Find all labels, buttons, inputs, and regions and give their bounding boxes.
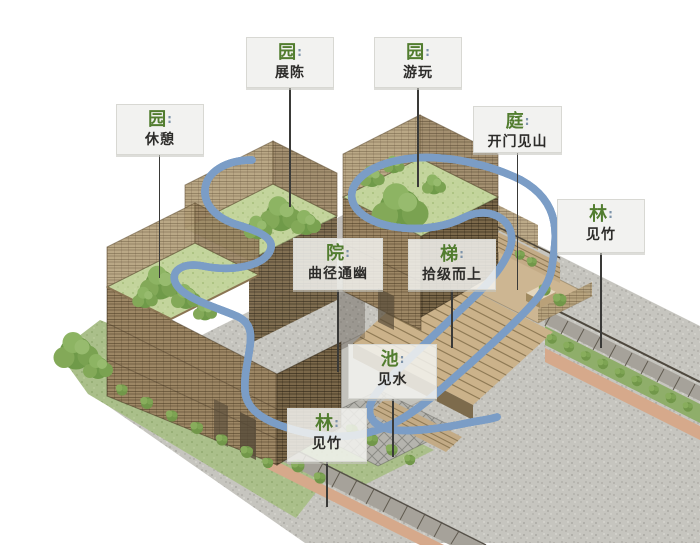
label-term: 院 (326, 243, 346, 264)
leader-garden-play (417, 88, 419, 187)
pink-path-bottom (266, 456, 444, 545)
label-term: 林 (589, 204, 609, 225)
label-garden-exhibition: 园: 展陈 (246, 37, 334, 88)
stone-walkway-right (545, 309, 700, 401)
label-colon: : (425, 45, 430, 59)
label-colon: : (345, 246, 350, 260)
leader-pond-water (392, 399, 394, 457)
label-term: 林 (315, 413, 335, 434)
label-term: 池 (380, 349, 400, 370)
label-desc: 见竹 (586, 226, 616, 243)
label-desc: 见水 (377, 371, 408, 388)
label-colon: : (334, 416, 339, 430)
label-desc: 游玩 (403, 64, 433, 81)
leader-garden-rest (158, 155, 160, 278)
label-term: 园 (148, 109, 168, 130)
label-desc: 休憩 (145, 131, 175, 148)
label-term: 梯 (440, 244, 460, 265)
leader-court-open-view (516, 153, 518, 290)
label-colon: : (459, 247, 464, 261)
stone-walkway-bottom (266, 436, 484, 545)
fence-line-right (539, 301, 700, 383)
label-courtyard-winding: 院: 曲径通幽 (293, 238, 383, 290)
door-opening (378, 288, 394, 330)
label-grove-bamboo-right: 林: 见竹 (557, 199, 645, 253)
label-desc: 拾级而上 (422, 266, 482, 283)
label-desc: 展陈 (275, 64, 305, 81)
leader-stairs-ascending (451, 290, 453, 348)
label-term: 园 (406, 42, 426, 63)
label-pond-water: 池: 见水 (348, 344, 437, 399)
terrace-rail (106, 274, 260, 321)
leader-garden-exhibition (289, 88, 291, 207)
label-stairs-ascending: 梯: 拾级而上 (408, 239, 496, 290)
label-colon: : (167, 112, 172, 126)
label-colon: : (608, 207, 613, 221)
label-grove-bamboo-bottom: 林: 见竹 (287, 408, 367, 462)
label-desc: 见竹 (312, 435, 342, 452)
circulation-ribbon (174, 158, 555, 437)
pink-path-right (545, 348, 700, 440)
side-fence (498, 205, 538, 250)
label-desc: 开门见山 (487, 133, 548, 150)
label-desc: 曲径通幽 (308, 265, 368, 282)
leader-grove-bamboo-bottom (326, 462, 328, 507)
label-colon: : (399, 352, 405, 366)
label-term: 庭 (505, 111, 525, 132)
label-term: 园 (278, 42, 298, 63)
leader-courtyard-winding (337, 290, 339, 372)
label-colon: : (524, 114, 530, 128)
label-garden-rest: 园: 休憩 (116, 104, 204, 155)
leader-grove-bamboo-right (600, 253, 602, 348)
label-court-open-view: 庭: 开门见山 (473, 106, 562, 153)
parapet-screen (419, 114, 499, 198)
label-colon: : (297, 45, 302, 59)
label-garden-play: 园: 游玩 (374, 37, 462, 88)
